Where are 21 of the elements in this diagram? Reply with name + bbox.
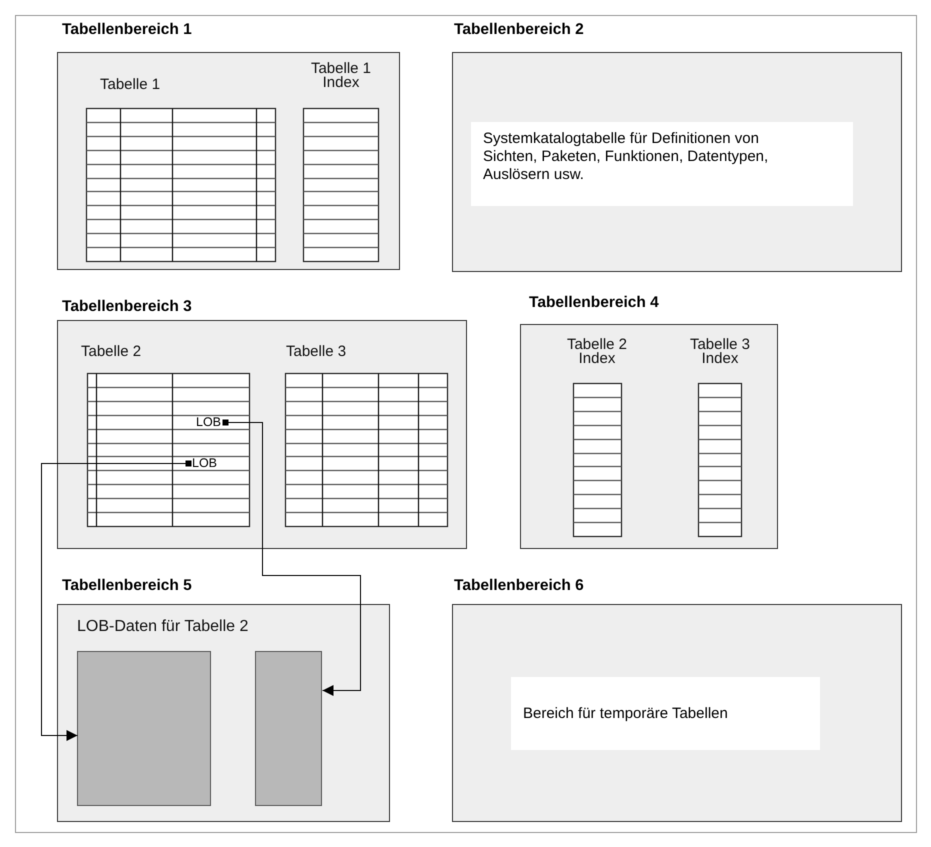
connector-arrow: [222, 420, 361, 696]
area-heading: Tabellenbereich 3: [62, 298, 192, 316]
table-caption: Tabelle 2: [81, 345, 142, 359]
area-heading: Tabellenbereich 2: [454, 21, 584, 39]
area-heading: Tabellenbereich 1: [62, 21, 192, 39]
table-caption: Tabelle 1 Index: [310, 62, 372, 90]
area-heading: Tabellenbereich 6: [454, 577, 584, 595]
area-heading: Tabellenbereich 5: [62, 577, 192, 595]
table-caption: Tabelle 2 Index: [566, 338, 628, 366]
area-caption: LOB-Daten für Tabelle 2: [77, 618, 248, 636]
connector-arrow: [41, 460, 192, 741]
lob-label: LOB: [192, 455, 218, 471]
area-heading: Tabellenbereich 4: [529, 294, 659, 312]
table-caption: Tabelle 3: [286, 345, 348, 359]
lob-data-block: [255, 651, 322, 806]
text-box: Bereich für temporäre Tabellen: [511, 677, 820, 750]
lob-label: LOB: [196, 414, 222, 430]
table-caption: Tabelle 1: [100, 78, 162, 92]
text-box: Systemkatalogtabelle für Definitionen von Sichten, Paketen, Funktionen, Datentypen, Auslösern usw.: [471, 122, 853, 206]
lob-data-block: [77, 651, 211, 806]
table-caption: Tabelle 3 Index: [688, 338, 752, 366]
